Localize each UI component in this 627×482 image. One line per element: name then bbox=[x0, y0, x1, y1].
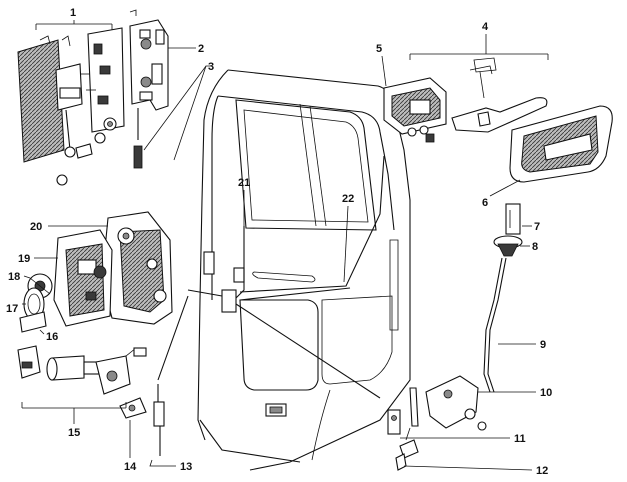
callout-3: 3 bbox=[208, 61, 214, 73]
leader-lines bbox=[21, 20, 549, 471]
callout-labels: 1 2 3 4 5 6 7 8 9 10 11 12 13 14 15 16 1… bbox=[6, 7, 552, 477]
striker-plate-part-2 bbox=[129, 9, 169, 169]
door-frame bbox=[197, 69, 411, 471]
lever-part-16 bbox=[19, 311, 47, 333]
callout-8: 8 bbox=[532, 241, 538, 253]
callout-12: 12 bbox=[536, 465, 548, 477]
lock-rods bbox=[157, 155, 385, 399]
callout-7: 7 bbox=[534, 221, 540, 233]
rod-clip-part-11 bbox=[387, 409, 401, 435]
callout-19: 19 bbox=[18, 253, 30, 265]
callout-6: 6 bbox=[482, 197, 488, 209]
lock-lever-part-10 bbox=[409, 375, 487, 431]
callout-22: 22 bbox=[342, 193, 354, 205]
handle-housing-part-6 bbox=[509, 105, 613, 183]
callout-15: 15 bbox=[68, 427, 80, 439]
callout-10: 10 bbox=[540, 387, 552, 399]
inner-handle-part-5 bbox=[383, 77, 447, 143]
callout-1: 1 bbox=[70, 7, 76, 19]
clip-part-14 bbox=[119, 397, 147, 419]
callout-21: 21 bbox=[238, 177, 250, 189]
lock-button-part-7 bbox=[505, 203, 521, 235]
callout-5: 5 bbox=[376, 43, 382, 55]
callout-2: 2 bbox=[198, 43, 204, 55]
button-bushing-part-8 bbox=[493, 235, 523, 257]
callout-9: 9 bbox=[540, 339, 546, 351]
callout-17: 17 bbox=[6, 303, 18, 315]
callout-16: 16 bbox=[46, 331, 58, 343]
callout-18: 18 bbox=[8, 271, 20, 283]
rod-part-13 bbox=[153, 384, 165, 456]
callout-14: 14 bbox=[124, 461, 137, 473]
lock-cylinder-part-15 bbox=[17, 345, 147, 395]
callout-13: 13 bbox=[180, 461, 192, 473]
lock-mechanism-part-20 bbox=[101, 211, 173, 325]
callout-20: 20 bbox=[30, 221, 42, 233]
callout-4: 4 bbox=[482, 21, 489, 33]
latch-assembly-part-1 bbox=[17, 27, 125, 186]
rod-end-part-12 bbox=[395, 427, 419, 471]
callout-11: 11 bbox=[514, 433, 526, 445]
outer-handle-part-4 bbox=[451, 57, 548, 133]
lock-housing-part-19 bbox=[53, 229, 113, 327]
lock-rod-part-9 bbox=[483, 257, 507, 393]
